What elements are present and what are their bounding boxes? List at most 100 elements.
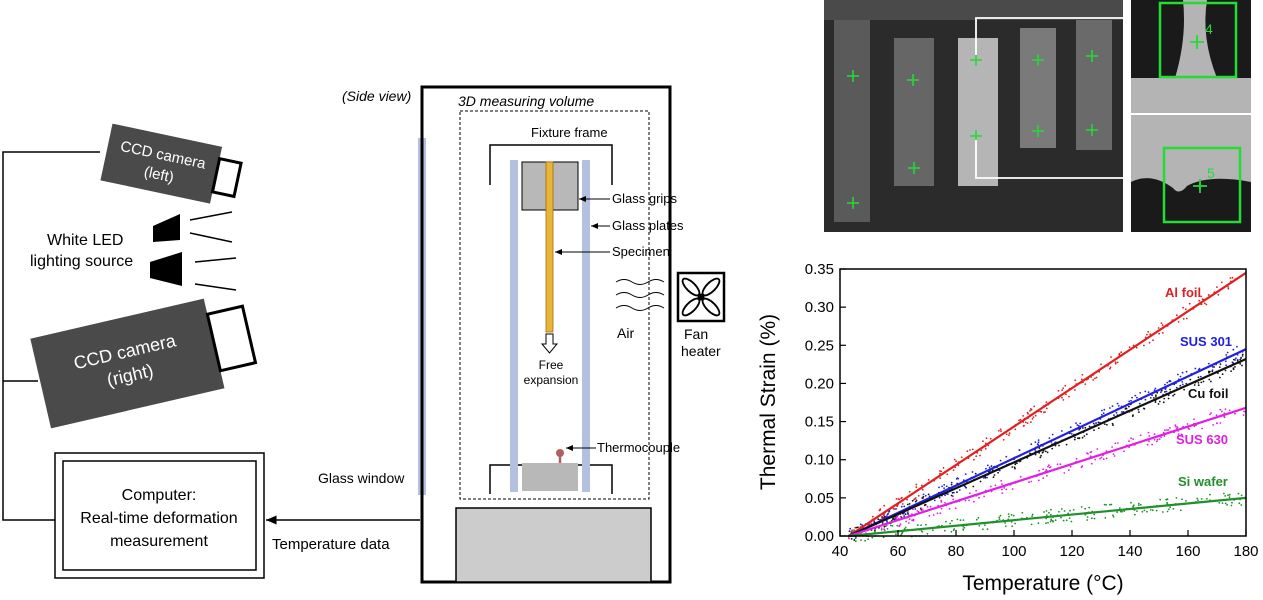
data-point <box>1049 513 1052 516</box>
data-point <box>1185 317 1188 320</box>
data-point <box>1099 457 1101 460</box>
data-point <box>1168 380 1171 383</box>
data-point <box>1175 386 1178 389</box>
data-point <box>1037 441 1040 444</box>
data-point <box>1029 409 1031 412</box>
data-point <box>1159 498 1162 501</box>
data-point <box>1162 511 1164 513</box>
x-tick-label: 180 <box>1233 543 1258 560</box>
data-point <box>883 528 885 531</box>
data-point <box>1227 286 1230 288</box>
data-point <box>1014 463 1017 466</box>
data-point <box>1007 513 1010 515</box>
data-point <box>962 528 965 531</box>
data-point <box>885 525 887 528</box>
data-point <box>1211 366 1214 368</box>
data-point <box>1132 438 1134 440</box>
data-point <box>1094 458 1096 461</box>
data-point <box>1224 360 1227 363</box>
data-point <box>1221 373 1224 376</box>
data-point <box>962 519 965 521</box>
data-point <box>1081 465 1084 468</box>
data-point <box>1169 506 1171 509</box>
data-point <box>1042 468 1044 471</box>
data-point <box>1113 414 1115 417</box>
data-point <box>956 477 959 480</box>
y-tick-label: 0.20 <box>805 375 834 392</box>
data-point <box>1043 511 1045 513</box>
data-point <box>1180 433 1183 436</box>
data-point <box>922 493 925 496</box>
data-point <box>969 449 971 451</box>
data-point <box>1224 408 1227 410</box>
data-point <box>1032 416 1035 418</box>
data-point <box>1172 507 1175 510</box>
data-point <box>1155 394 1157 397</box>
data-point <box>1160 436 1162 439</box>
data-point <box>1092 379 1095 381</box>
data-point <box>1175 497 1178 499</box>
data-point <box>990 465 993 467</box>
data-point <box>953 458 956 461</box>
data-point <box>1227 287 1230 290</box>
data-point <box>1002 438 1005 441</box>
data-point <box>946 473 949 476</box>
data-point <box>984 448 987 450</box>
data-point <box>1116 402 1119 405</box>
data-point <box>1070 520 1073 523</box>
camera-left-label-2: (left) <box>142 163 175 186</box>
data-point <box>1200 295 1202 298</box>
data-point <box>1097 421 1100 424</box>
data-point <box>1221 502 1224 504</box>
x-tick-label: 140 <box>1117 543 1142 560</box>
data-point <box>999 514 1002 517</box>
data-point <box>986 464 989 467</box>
data-point <box>1004 525 1007 528</box>
data-point <box>1158 438 1161 440</box>
data-point <box>1011 525 1014 528</box>
data-point <box>1065 443 1068 446</box>
data-point <box>1243 410 1245 413</box>
glass-plates-label: Glass plates <box>612 218 684 233</box>
data-point <box>1153 438 1156 441</box>
data-point <box>1104 517 1107 519</box>
data-point <box>1028 481 1030 484</box>
data-point <box>1103 408 1106 411</box>
data-point <box>1105 457 1108 460</box>
data-point <box>1182 318 1185 320</box>
data-point <box>1175 425 1177 428</box>
data-point <box>968 492 971 495</box>
data-point <box>928 514 931 517</box>
data-point <box>1106 423 1108 426</box>
data-point <box>1111 422 1114 425</box>
data-point <box>944 502 946 504</box>
data-point <box>1069 509 1071 512</box>
x-tick-label: 60 <box>890 543 907 560</box>
data-point <box>1209 413 1211 416</box>
glass-window-label: Glass window <box>318 470 405 486</box>
data-point <box>944 529 946 532</box>
data-point <box>891 525 894 527</box>
data-point <box>974 472 977 475</box>
data-point <box>1223 492 1225 495</box>
data-point <box>1004 522 1006 524</box>
data-point <box>899 515 902 518</box>
data-point <box>943 487 945 489</box>
data-point <box>1187 427 1190 430</box>
data-point <box>889 524 892 527</box>
data-point <box>1219 422 1222 424</box>
data-point <box>927 493 930 496</box>
data-point <box>1158 400 1161 403</box>
data-point <box>1037 443 1039 446</box>
data-point <box>905 520 907 523</box>
data-point <box>922 509 924 511</box>
data-point <box>1001 488 1003 491</box>
data-point <box>971 448 974 451</box>
photo-markers <box>847 50 1098 209</box>
data-point <box>989 437 992 440</box>
data-point <box>1118 507 1121 509</box>
data-point <box>895 498 898 500</box>
data-point <box>1008 432 1011 435</box>
data-point <box>1077 424 1080 427</box>
